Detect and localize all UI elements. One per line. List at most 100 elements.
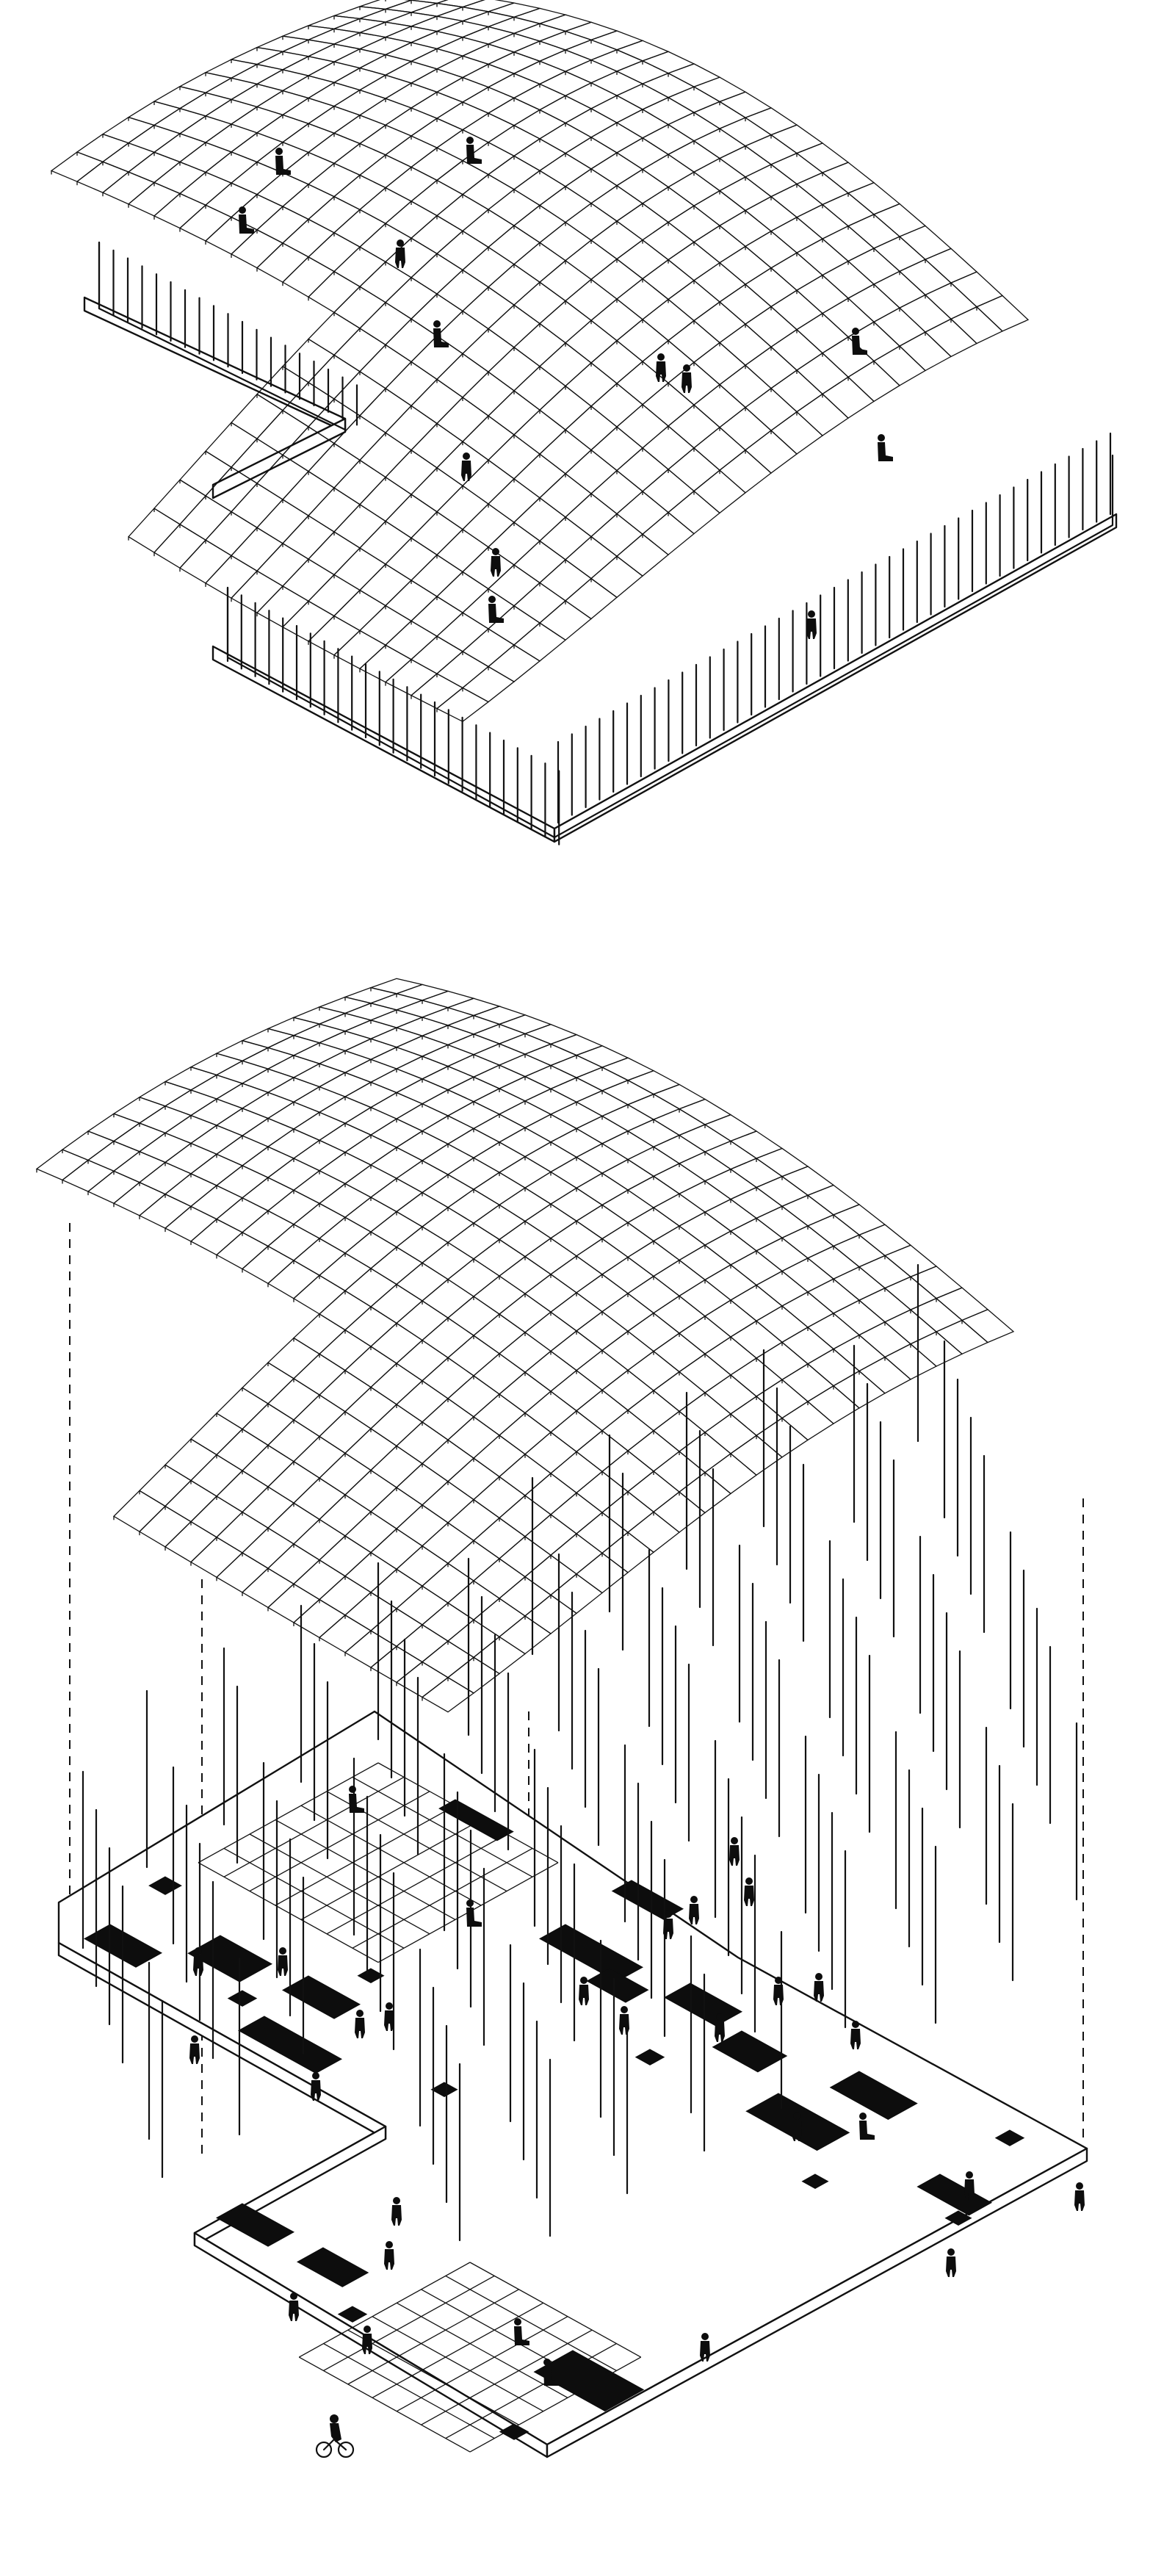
roof-tile xyxy=(575,1349,629,1391)
roof-tile xyxy=(575,1429,629,1473)
roof-tile xyxy=(626,1471,681,1513)
roof-tile xyxy=(344,1630,398,1668)
roof-tile xyxy=(435,159,490,195)
roof-tile xyxy=(513,138,567,172)
lower-exploded-view xyxy=(35,978,1088,2458)
roof-tile xyxy=(487,225,541,265)
roof-tile xyxy=(241,1567,295,1609)
roof-tile xyxy=(384,82,438,109)
roof-tile xyxy=(498,1332,552,1374)
roof-tile xyxy=(189,1413,244,1456)
roof-tile xyxy=(435,269,490,312)
roof-tile xyxy=(498,1187,552,1222)
roof-tile xyxy=(898,331,952,372)
roof-tile xyxy=(524,1274,578,1313)
roof-tile xyxy=(498,1576,552,1617)
roof-tile xyxy=(395,1130,449,1161)
roof-tile xyxy=(446,1101,501,1130)
black-pad xyxy=(227,1990,258,2007)
roof-tile xyxy=(615,203,670,241)
roof-tile xyxy=(112,1122,167,1152)
roof-tile xyxy=(590,555,644,599)
roof-tile xyxy=(281,515,336,560)
roof-tile xyxy=(498,1014,552,1035)
roof-tile xyxy=(384,494,438,539)
roof-tile xyxy=(127,151,181,184)
roof-tile xyxy=(384,276,438,320)
roof-tile xyxy=(795,203,850,239)
roof-tile xyxy=(498,1615,552,1655)
roof-tile xyxy=(538,152,593,187)
black-pad xyxy=(357,1968,385,1983)
roof-tile xyxy=(112,1097,167,1124)
roof-tile xyxy=(704,1336,758,1376)
roof-tile xyxy=(138,1105,192,1134)
roof-tile xyxy=(652,1108,706,1136)
roof-tile xyxy=(472,1172,527,1206)
roof-tile xyxy=(421,1398,475,1441)
person-silhouette-icon xyxy=(289,2292,299,2321)
roof-tile xyxy=(421,1357,475,1399)
roof-tile xyxy=(744,306,798,348)
floor-grid-line xyxy=(300,1805,482,1906)
black-pad xyxy=(215,2203,295,2247)
roof-tile xyxy=(333,246,387,288)
roof-tile xyxy=(626,1207,681,1242)
roof-tile xyxy=(307,270,361,314)
roof-tile xyxy=(718,406,773,451)
person-silhouette-icon xyxy=(859,2113,875,2140)
roof-tile xyxy=(369,1404,424,1447)
roof-tile xyxy=(549,1292,604,1332)
roof-tile xyxy=(421,1143,475,1175)
roof-tile xyxy=(590,298,644,342)
roof-tile xyxy=(693,261,747,303)
roof-tile xyxy=(806,1348,861,1387)
roof-tile xyxy=(241,1527,295,1569)
roof-tile xyxy=(704,1114,758,1142)
roof-tile xyxy=(421,1089,475,1116)
roof-tile xyxy=(498,1535,552,1578)
roof-tile xyxy=(395,1262,449,1302)
roof-tile xyxy=(718,145,773,178)
roof-tile xyxy=(641,298,695,342)
roof-tile xyxy=(435,571,490,613)
roof-tile xyxy=(292,1111,347,1141)
roof-tile xyxy=(729,1357,784,1397)
person-silhouette-icon xyxy=(814,1973,824,2002)
roof-tile xyxy=(446,1222,501,1260)
roof-tile xyxy=(281,97,336,124)
roof-tile xyxy=(358,344,413,389)
roof-tile xyxy=(461,286,516,330)
roof-tile xyxy=(847,284,901,323)
roof-tile xyxy=(344,1197,398,1233)
roof-tile xyxy=(821,225,875,262)
roof-tile xyxy=(369,1246,424,1285)
roof-tile xyxy=(626,1093,681,1120)
roof-tile xyxy=(615,83,670,110)
roof-tile xyxy=(241,1403,295,1446)
roof-tile xyxy=(487,263,541,306)
roof-tile xyxy=(549,1101,604,1130)
roof-tile xyxy=(590,152,644,187)
roof-tile xyxy=(230,393,284,440)
roof-tile xyxy=(883,1343,938,1380)
roof-tile xyxy=(333,503,387,549)
roof-tile xyxy=(267,1377,321,1421)
roof-tile xyxy=(575,1274,629,1313)
roof-tile xyxy=(564,535,618,580)
roof-tile xyxy=(333,174,387,211)
roof-tile xyxy=(693,342,747,386)
roof-tile xyxy=(395,1504,449,1547)
roof-tile xyxy=(718,323,773,367)
roof-tile xyxy=(564,108,618,138)
roof-tile xyxy=(513,622,567,662)
roof-tile xyxy=(230,132,284,163)
roof-tile xyxy=(590,426,644,472)
roof-tile xyxy=(652,1259,706,1297)
roof-tile xyxy=(189,1153,244,1186)
roof-tile xyxy=(872,345,927,386)
roof-tile xyxy=(755,1305,809,1343)
roof-tile xyxy=(704,1413,758,1454)
roof-tile xyxy=(590,339,644,384)
roof-tile xyxy=(369,1092,424,1119)
